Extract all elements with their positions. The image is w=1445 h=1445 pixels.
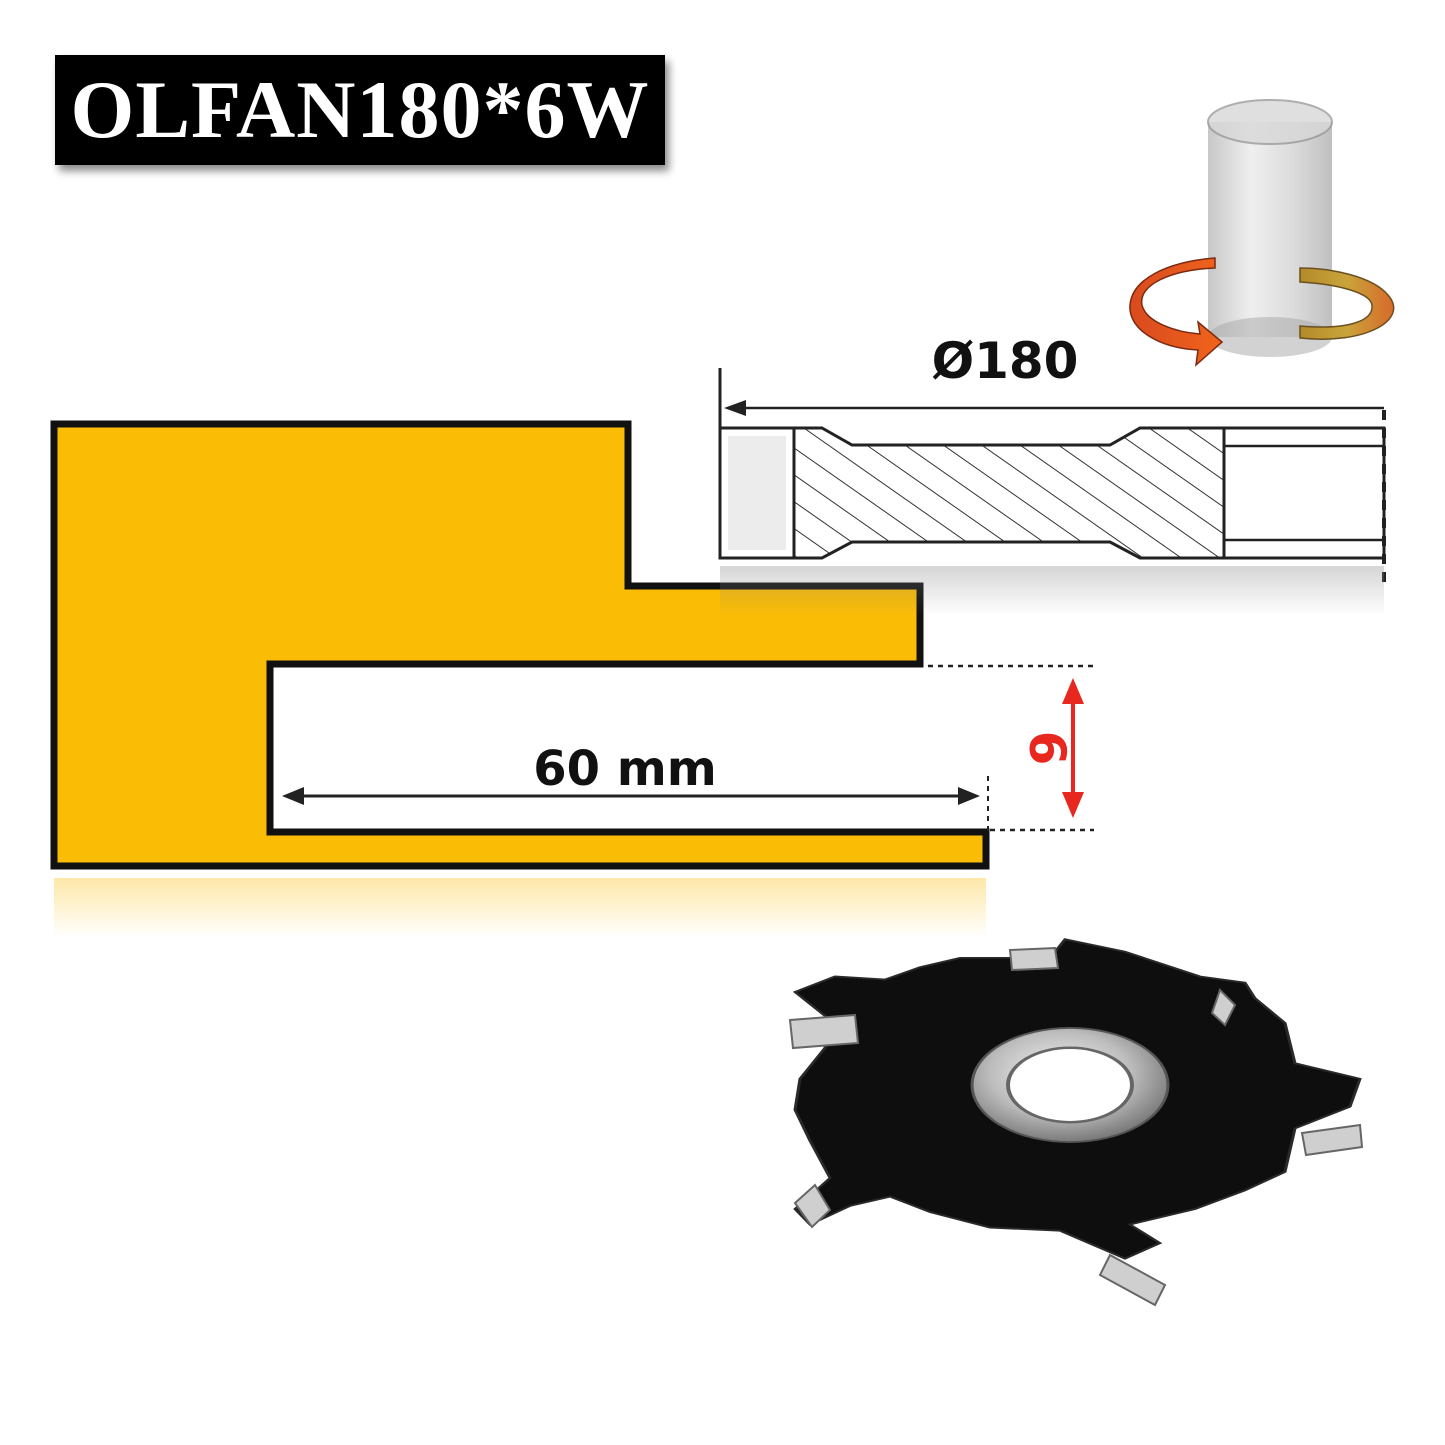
diameter-label: Ø180: [932, 332, 1079, 390]
product-code-label: OLFAN180*6W: [55, 55, 665, 165]
depth-label: 60 mm: [533, 741, 717, 797]
thickness-label: 6: [1018, 731, 1076, 766]
groove-profile: [50, 420, 990, 938]
diameter-dimension: [718, 368, 1384, 558]
depth-dimension: [282, 776, 989, 832]
rotation-arrow-icon: [1129, 257, 1395, 367]
spindle-cylinder-icon: [1207, 99, 1333, 357]
product-code: OLFAN180*6W: [70, 64, 650, 155]
cutter-cross-section: [718, 410, 1386, 616]
thickness-dimension: [928, 664, 1098, 832]
slot-cutter-image: [788, 938, 1364, 1307]
